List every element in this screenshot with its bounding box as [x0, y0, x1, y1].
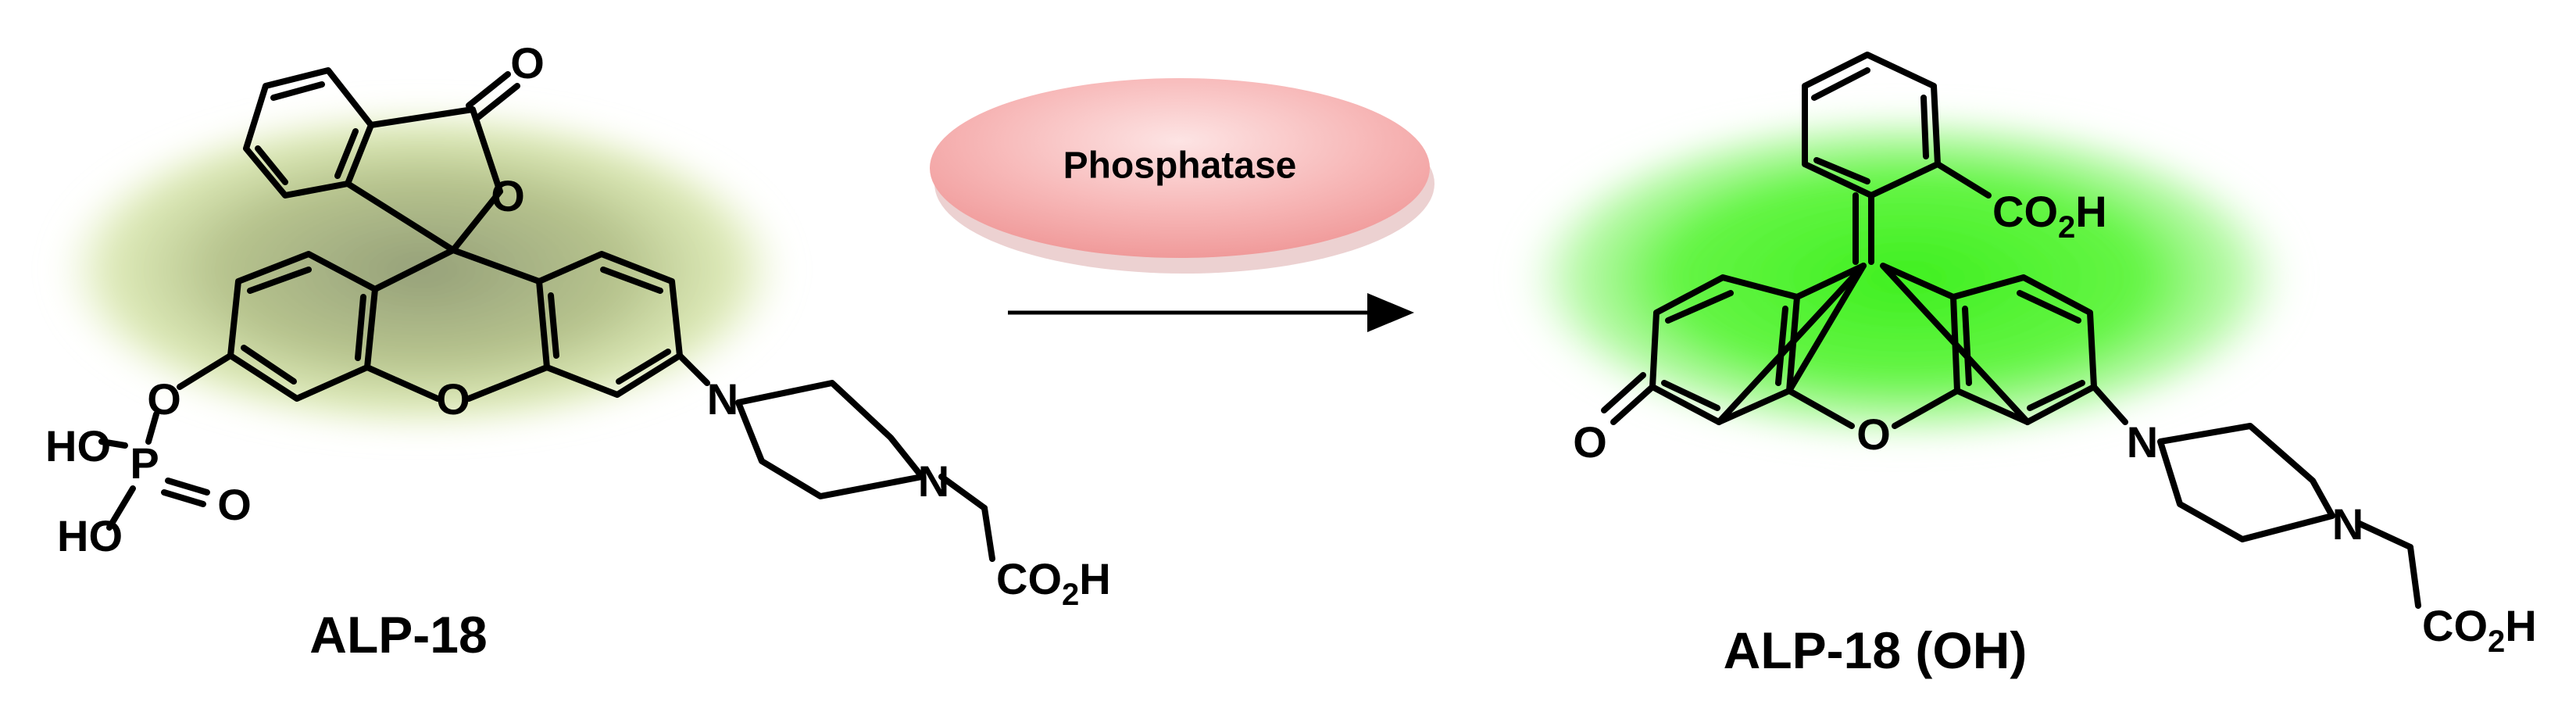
product-name: ALP-18 (OH)	[1724, 621, 2028, 679]
enzyme-label: Phosphatase	[1063, 145, 1297, 187]
reactant-structure: O O O O P O HO HO N N CO2H ALP-18	[45, 38, 1111, 664]
enzyme-bubble: Phosphatase	[930, 78, 1434, 274]
product-keto-o: O	[1573, 417, 1607, 467]
product-xanthene-o: O	[1856, 410, 1891, 459]
reactant-phosphorus: P	[130, 438, 159, 488]
reactant-glow	[55, 106, 789, 434]
product-n1: N	[2127, 417, 2158, 467]
reactant-n2: N	[918, 456, 949, 506]
reactant-p-double-o: O	[217, 480, 252, 529]
reactant-n1: N	[707, 374, 738, 424]
reactant-ho-bottom: HO	[57, 511, 123, 560]
reactant-ho-top: HO	[45, 421, 111, 470]
product-n2: N	[2332, 499, 2363, 549]
reactant-carbonyl-o: O	[510, 38, 545, 88]
reactant-name: ALP-18	[309, 606, 487, 664]
reactant-lactone-o: O	[491, 171, 525, 220]
reactant-ester-o: O	[147, 374, 181, 424]
product-acid-top: CO2H	[1992, 187, 2107, 245]
product-structure: CO2H O O N N CO2H ALP-18 (OH)	[1573, 52, 2537, 679]
reactant-xanthene-o: O	[436, 374, 470, 424]
product-acid: CO2H	[2422, 601, 2537, 659]
reactant-acid: CO2H	[996, 554, 1111, 612]
